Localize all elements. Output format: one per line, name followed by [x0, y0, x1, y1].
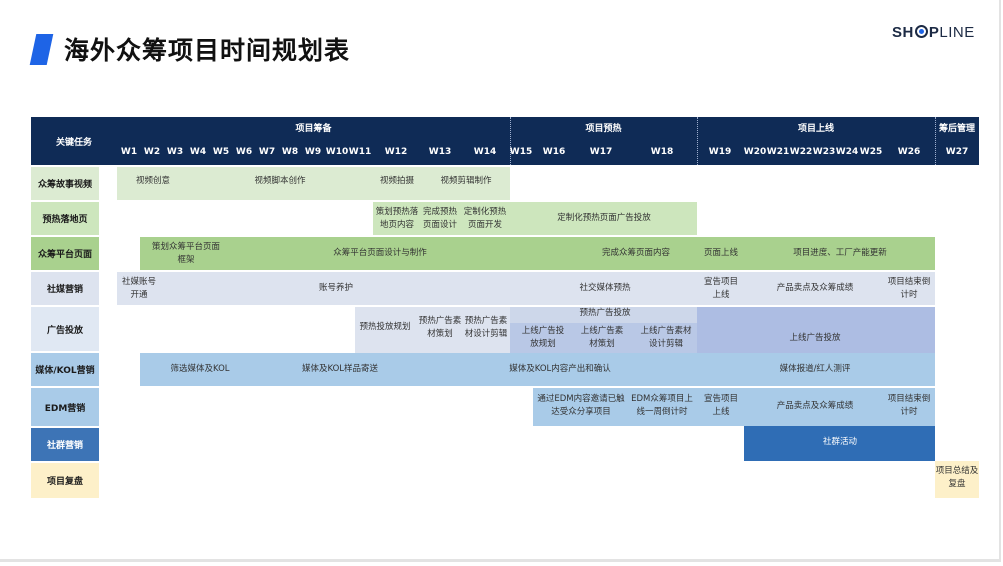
- task-landing-dev: 定制化预热页面开发: [463, 206, 507, 230]
- task-landing-design: 完成预热页面设计: [422, 206, 457, 230]
- task-review-summary: 项目总结及复盘: [935, 466, 979, 489]
- week-header: W3: [166, 147, 184, 157]
- week-header: W21: [766, 147, 790, 157]
- task-ads-plan: 预热投放规划: [359, 321, 411, 332]
- week-header: W9: [304, 147, 322, 157]
- platform-bar: [140, 237, 935, 270]
- task-column-header: 关键任务: [31, 117, 117, 165]
- week-header: W27: [945, 147, 969, 157]
- task-ads-launch-creative: 上线广告素材策划: [580, 326, 624, 349]
- landing-bar: [373, 202, 697, 235]
- task-ads-creative: 预热广告素材策划: [418, 316, 462, 339]
- week-header: W7: [258, 147, 276, 157]
- task-ads-launch-plan: 上线广告投放规划: [521, 326, 565, 349]
- header-background: [117, 117, 979, 165]
- task-community-events: 社群活动: [822, 437, 857, 447]
- task-edm-invite: 通过EDM内容邀请已触达受众分享项目: [537, 394, 625, 417]
- row-label-social: 社媒营销: [31, 272, 99, 305]
- week-header: W25: [859, 147, 883, 157]
- week-header: W22: [789, 147, 813, 157]
- task-social-warmup: 社交媒体预热: [579, 283, 631, 293]
- row-label-ads: 广告投放: [31, 307, 99, 351]
- phase-warmup: 项目预热: [585, 123, 622, 134]
- week-header: W2: [143, 147, 161, 157]
- week-header: W10: [325, 147, 349, 157]
- logo-o-icon: [914, 25, 928, 38]
- week-header: W5: [212, 147, 230, 157]
- video-bar: [117, 167, 510, 200]
- week-header: W24: [835, 147, 859, 157]
- task-edm-countdown: EDM众筹项目上线一周倒计时: [631, 394, 693, 417]
- week-header: W17: [589, 147, 613, 157]
- task-video-edit: 视频剪辑制作: [440, 176, 492, 186]
- ads-prep-bar: [355, 307, 510, 353]
- task-social-countdown: 项目结束倒计时: [887, 276, 931, 300]
- week-header: W15: [509, 147, 533, 157]
- week-header: W26: [897, 147, 921, 157]
- task-media-reviews: 媒体报道/红人测评: [779, 364, 851, 374]
- row-label-edm: EDM营销: [31, 388, 99, 426]
- row-label-review: 项目复盘: [31, 463, 99, 498]
- phase-prep: 项目筹备: [295, 123, 332, 134]
- task-platform-framework: 策划众筹平台页面框架: [151, 241, 220, 265]
- row-label-landing: 预热落地页: [31, 202, 99, 235]
- edm-bar: [533, 388, 935, 426]
- task-video-script: 视频脚本创作: [254, 176, 306, 186]
- week-header: W4: [189, 147, 207, 157]
- task-video-concept: 视频创意: [135, 176, 170, 186]
- phase-post: 筹后管理: [938, 123, 975, 134]
- week-header: W13: [428, 147, 452, 157]
- phase-launch: 项目上线: [797, 123, 834, 134]
- week-header: W16: [542, 147, 566, 157]
- task-media-content: 媒体及KOL内容产出和确认: [509, 364, 611, 374]
- task-edm-announce: 宣告项目上线: [703, 394, 738, 417]
- task-social-maintain: 账号养护: [318, 283, 353, 293]
- week-header: W11: [348, 147, 372, 157]
- task-platform-design: 众筹平台页面设计与制作: [333, 248, 427, 258]
- task-platform-updates: 项目进度、工厂产能更新: [793, 248, 887, 258]
- phase-divider: [935, 117, 936, 165]
- task-video-shoot: 视频拍摄: [379, 176, 414, 186]
- week-header: W18: [650, 147, 674, 157]
- row-label-community: 社群营销: [31, 428, 99, 461]
- media-bar: [140, 353, 935, 386]
- task-ads-launch-design: 上线广告素材设计剪辑: [640, 326, 692, 349]
- social-bar: [117, 272, 935, 305]
- page-title: 海外众筹项目时间规划表: [64, 36, 351, 65]
- ads-launch-bar: [697, 307, 935, 353]
- week-header: W19: [708, 147, 732, 157]
- task-social-account: 社媒账号开通: [121, 276, 156, 300]
- task-landing-ads: 定制化预热页面广告投放: [557, 213, 651, 223]
- row-label-media: 媒体/KOL营销: [31, 353, 99, 386]
- week-header: W20: [743, 147, 767, 157]
- review-bar: [935, 461, 979, 498]
- ads-launch-prep-bar: [510, 323, 697, 353]
- task-ads-launch-run: 上线广告投放: [789, 332, 841, 343]
- task-platform-launch: 页面上线: [703, 248, 738, 258]
- week-header: W6: [235, 147, 253, 157]
- task-media-samples: 媒体及KOL样品寄送: [301, 364, 379, 374]
- phase-divider: [510, 117, 511, 165]
- task-edm-end-countdown: 项目结束倒计时: [887, 394, 931, 417]
- week-header: W12: [384, 147, 408, 157]
- week-header: W14: [473, 147, 497, 157]
- task-social-selling: 产品卖点及众筹成绩: [776, 283, 854, 293]
- task-social-announce: 宣告项目上线: [703, 276, 738, 300]
- task-landing-plan: 策划预热落地页内容: [375, 206, 419, 230]
- row-label-platform: 众筹平台页面: [31, 237, 99, 270]
- task-edm-selling: 产品卖点及众筹成绩: [776, 400, 854, 411]
- phase-divider: [697, 117, 698, 165]
- row-label-video: 众筹故事视频: [31, 167, 99, 200]
- week-header: W23: [812, 147, 836, 157]
- week-header: W8: [281, 147, 299, 157]
- task-ads-design: 预热广告素材设计剪辑: [464, 316, 508, 339]
- week-header: W1: [120, 147, 138, 157]
- community-bar: [744, 426, 935, 461]
- task-platform-content: 完成众筹页面内容: [601, 248, 670, 258]
- task-media-select: 筛选媒体及KOL: [170, 364, 230, 374]
- task-ads-warmup-run: 预热广告投放: [579, 307, 631, 318]
